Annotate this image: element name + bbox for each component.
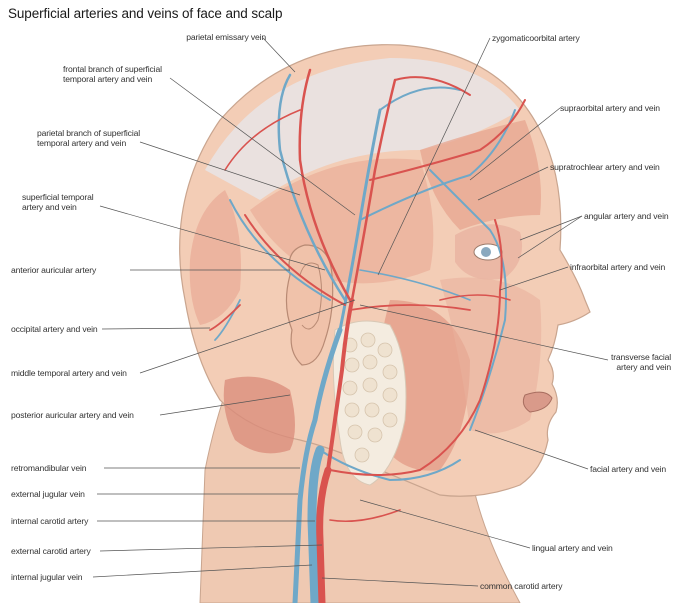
label-zygomaticoorbital: zygomaticoorbital artery	[492, 33, 580, 43]
label-parietal-branch: parietal branch of superficial temporal …	[37, 128, 140, 148]
label-superficial-temporal: superficial temporal artery and vein	[22, 192, 94, 212]
label-middle-temporal: middle temporal artery and vein	[11, 368, 127, 378]
label-transverse-facial: transverse facial artery and vein	[611, 352, 671, 372]
label-parietal-emissary-vein: parietal emissary vein	[186, 32, 266, 42]
label-anterior-auricular: anterior auricular artery	[11, 265, 96, 275]
label-posterior-auricular: posterior auricular artery and vein	[11, 410, 134, 420]
label-external-carotid: external carotid artery	[11, 546, 91, 556]
label-infraorbital: infraorbital artery and vein	[570, 262, 665, 272]
label-frontal-branch: frontal branch of superficial temporal a…	[63, 64, 162, 84]
label-angular: angular artery and vein	[584, 211, 668, 221]
iris	[481, 247, 491, 257]
label-internal-carotid: internal carotid artery	[11, 516, 88, 526]
label-retromandibular: retromandibular vein	[11, 463, 86, 473]
label-external-jugular: external jugular vein	[11, 489, 85, 499]
label-supratrochlear: supratrochlear artery and vein	[550, 162, 660, 172]
label-internal-jugular: internal jugular vein	[11, 572, 82, 582]
label-supraorbital: supraorbital artery and vein	[560, 103, 660, 113]
figure-title: Superficial arteries and veins of face a…	[8, 6, 282, 21]
label-lingual: lingual artery and vein	[532, 543, 613, 553]
label-common-carotid: common carotid artery	[480, 581, 562, 591]
label-occipital: occipital artery and vein	[11, 324, 98, 334]
label-facial: facial artery and vein	[590, 464, 666, 474]
